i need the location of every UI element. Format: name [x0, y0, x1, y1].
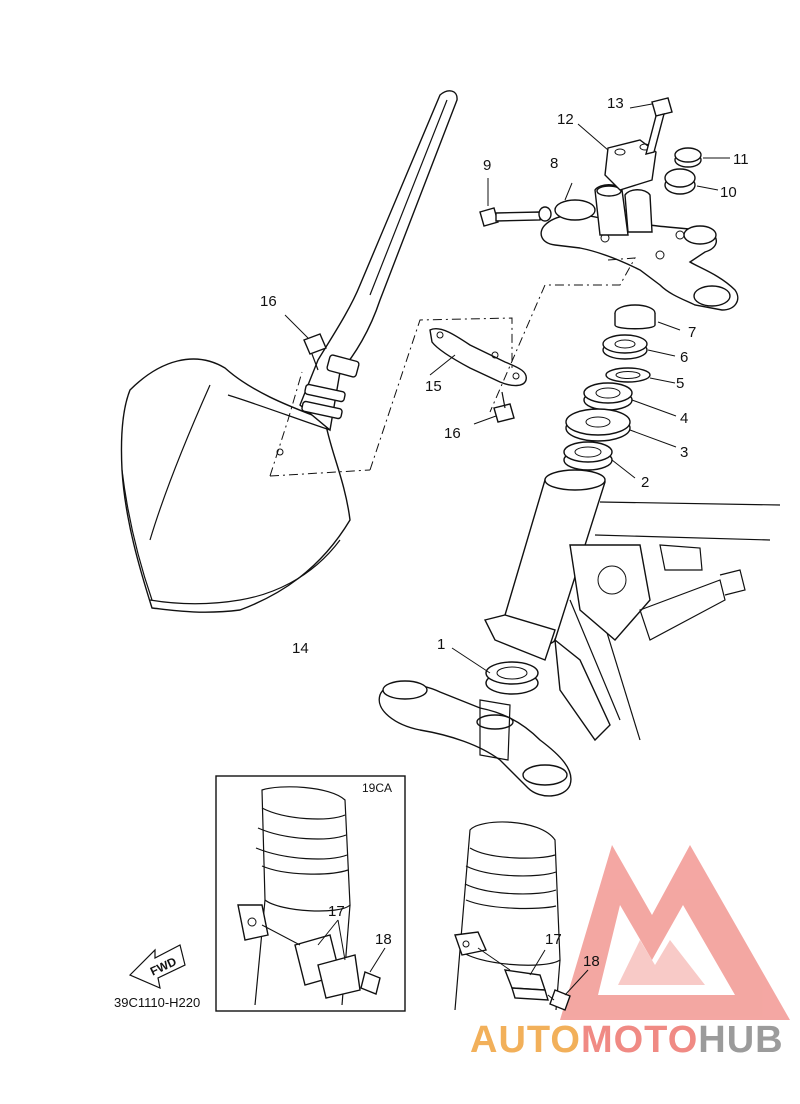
label-10: 10 [720, 184, 737, 201]
fwd-arrow-icon [128, 944, 186, 990]
label-17-inset: 17 [328, 903, 345, 920]
screw-part-16-upper [284, 314, 327, 371]
label-2: 2 [641, 474, 649, 491]
label-1: 1 [437, 636, 445, 653]
label-9: 9 [483, 157, 491, 174]
part-labels: 13 12 11 9 8 10 16 7 6 15 5 4 16 3 2 14 … [114, 95, 749, 1010]
watermark-text: AUTOMOTOHUB [470, 1019, 784, 1061]
bearing-part-2 [563, 441, 636, 479]
washer-part-5 [605, 367, 676, 384]
label-16-lower: 16 [444, 425, 461, 442]
fork-boot-right [454, 821, 561, 1011]
washer-part-7 [614, 304, 681, 331]
label-16-upper: 16 [260, 293, 277, 310]
dash-link-upper [489, 257, 636, 413]
svg-text:AUTOMOTOHUB: AUTOMOTOHUB [470, 1019, 784, 1061]
cap-part-11 [674, 147, 730, 168]
number-plate-part-14 [120, 90, 458, 613]
drawing-code: 39C1110-H220 [114, 995, 200, 1010]
frame-head-tube [483, 469, 781, 742]
label-18-right: 18 [583, 953, 600, 970]
label-17-right: 17 [545, 931, 562, 948]
label-15: 15 [425, 378, 442, 395]
watermark-hub: HUB [698, 1019, 783, 1061]
label-8: 8 [550, 155, 558, 172]
label-14: 14 [292, 640, 309, 657]
lower-bracket [378, 680, 572, 797]
bolt-part-9 [479, 178, 552, 227]
watermark-auto: AUTO [470, 1019, 581, 1061]
watermark-moto: MOTO [581, 1019, 698, 1061]
bearing-part-1 [451, 647, 539, 695]
label-3: 3 [680, 444, 688, 461]
label-5: 5 [676, 375, 684, 392]
nut-part-10 [664, 168, 719, 195]
clamp-part-17-right [477, 947, 549, 1001]
label-4: 4 [680, 410, 688, 427]
label-18-inset: 18 [375, 931, 392, 948]
bolt-part-18-right [547, 969, 589, 1011]
screw-part-16-lower [473, 391, 515, 425]
ring-nut-part-4 [583, 382, 677, 417]
watermark-logo [560, 845, 790, 1020]
label-13: 13 [607, 95, 624, 112]
label-12: 12 [557, 111, 574, 128]
label-7: 7 [688, 324, 696, 341]
bolt-part-13 [629, 97, 673, 155]
inset-box [215, 775, 406, 1012]
cover-part-3 [565, 408, 677, 448]
ring-nut-part-6 [602, 334, 676, 360]
bracket-part-15 [369, 317, 527, 471]
upper-bracket-part-8 [540, 182, 739, 311]
label-11: 11 [733, 151, 749, 168]
label-6: 6 [680, 349, 688, 366]
inset-code-label: 19CA [362, 781, 392, 795]
holder-part-12 [577, 123, 657, 191]
